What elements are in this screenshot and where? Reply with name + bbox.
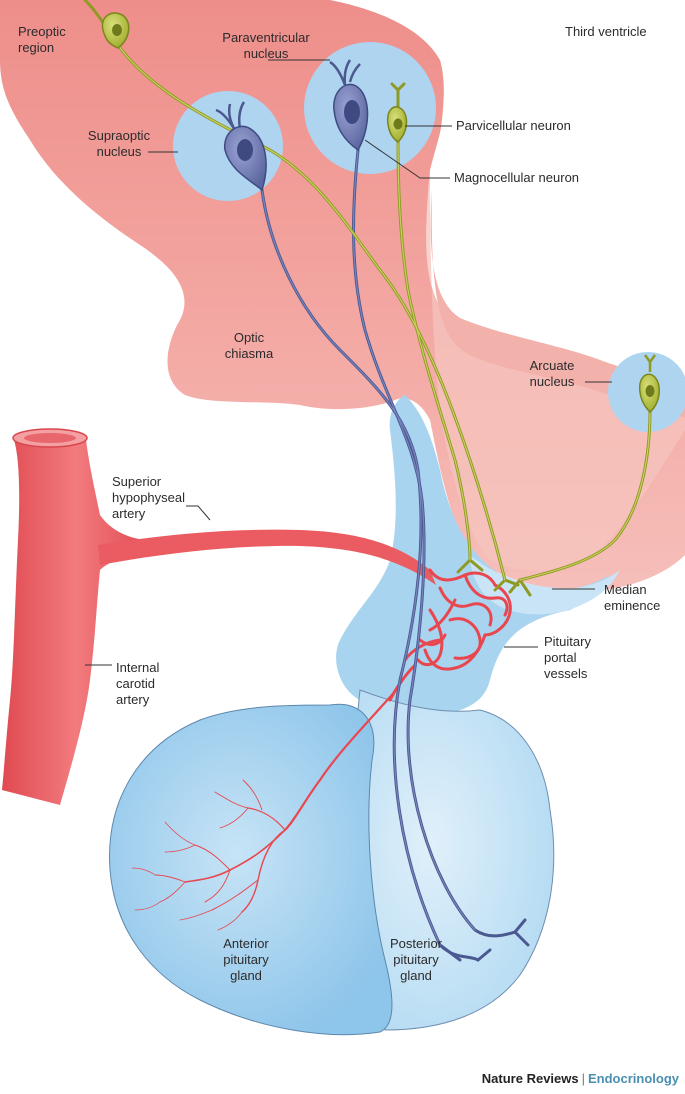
label-supraoptic-nucleus: Supraoptic nucleus (87, 128, 151, 159)
credit-separator: | (581, 1071, 585, 1086)
superior-hypophyseal-artery (98, 529, 436, 585)
label-median-eminence: Median eminence (604, 582, 661, 613)
paraventricular-halo (304, 42, 436, 174)
label-preoptic-region: Preoptic region (18, 24, 66, 55)
label-pituitary-portal-vessels: Pituitary portal vessels (544, 634, 591, 681)
anterior-pituitary (109, 703, 393, 1036)
journal-name: Endocrinology (588, 1071, 679, 1086)
label-parvicellular-neuron: Parvicellular neuron (456, 118, 571, 133)
portal-vessel-branches (131, 686, 400, 931)
label-third-ventricle: Third ventricle (565, 24, 647, 39)
label-anterior-pituitary-gland: Anterior pituitary gland (223, 936, 269, 983)
label-magnocellular-neuron: Magnocellular neuron (454, 170, 580, 185)
ventricle-floor-band (430, 190, 685, 418)
paraventricular-neuron (329, 59, 369, 152)
supraoptic-neuron (215, 101, 267, 192)
third-ventricle (380, 0, 685, 390)
label-posterior-pituitary-gland: Posterior pituitary gland (389, 936, 443, 983)
preoptic-neuron (101, 12, 130, 49)
label-paraventricular-nucleus: Paraventricular nucleus (222, 30, 310, 61)
journal-credit: Nature Reviews|Endocrinology (482, 1071, 679, 1086)
parvicellular-neuron (386, 106, 408, 143)
label-arcuate-nucleus: Arcuate nucleus (529, 358, 575, 389)
pituitary-stalk (336, 395, 610, 717)
label-optic-chiasma: Optic chiasma (224, 330, 274, 361)
leader-lines (85, 59, 612, 666)
arcuate-neuron (638, 354, 660, 414)
portal-capillary-plexus (388, 568, 512, 702)
label-superior-hypophyseal-artery: Superior hypophyseal artery (112, 474, 185, 521)
label-internal-carotid-artery: Internal carotid artery (116, 660, 160, 707)
internal-carotid-artery (2, 440, 150, 805)
publisher-name: Nature Reviews (481, 1071, 579, 1086)
